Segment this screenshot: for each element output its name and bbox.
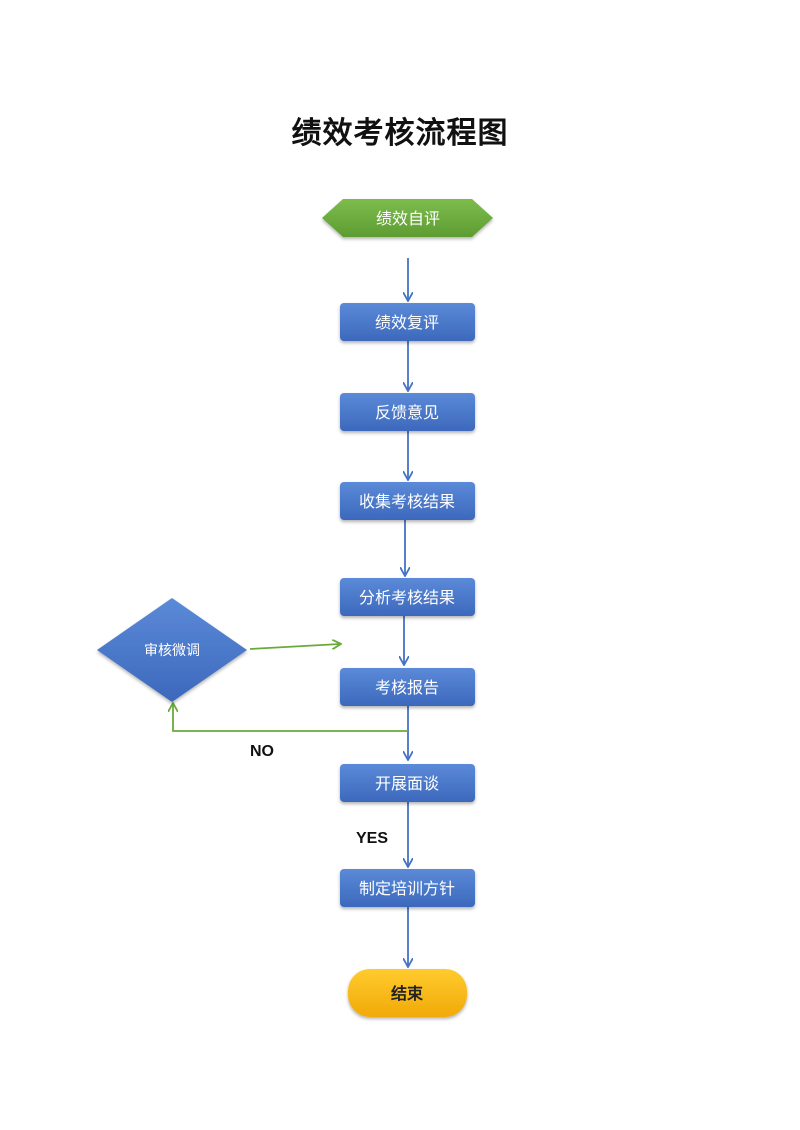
arrow-adjust-to-report [249, 644, 340, 650]
adjust-decision-label: 审核微调 [144, 643, 200, 659]
page-title: 绩效考核流程图 [291, 116, 509, 151]
no-edge-label: NO [250, 743, 274, 760]
arrow-report-to-adjust [173, 704, 408, 732]
adjust-decision-node [97, 598, 247, 702]
report-node-label: 考核报告 [375, 678, 439, 697]
feedback-node-label: 反馈意见 [375, 403, 439, 422]
training-node-label: 制定培训方针 [359, 879, 455, 898]
interview-node-label: 开展面谈 [375, 774, 439, 793]
start-node [322, 199, 493, 237]
feedback-node [340, 393, 475, 431]
interview-node [340, 764, 475, 802]
analyze-node-label: 分析考核结果 [359, 588, 455, 607]
yes-edge-label: YES [356, 830, 388, 847]
collect-node-label: 收集考核结果 [359, 492, 455, 511]
report-node [340, 668, 475, 706]
review-node-label: 绩效复评 [375, 313, 439, 332]
training-node [340, 869, 475, 907]
review-node [340, 303, 475, 341]
end-node [348, 969, 467, 1017]
collect-node [340, 482, 475, 520]
analyze-node [340, 578, 475, 616]
start-node-label: 绩效自评 [376, 209, 440, 228]
end-node-label: 结束 [390, 984, 424, 1003]
